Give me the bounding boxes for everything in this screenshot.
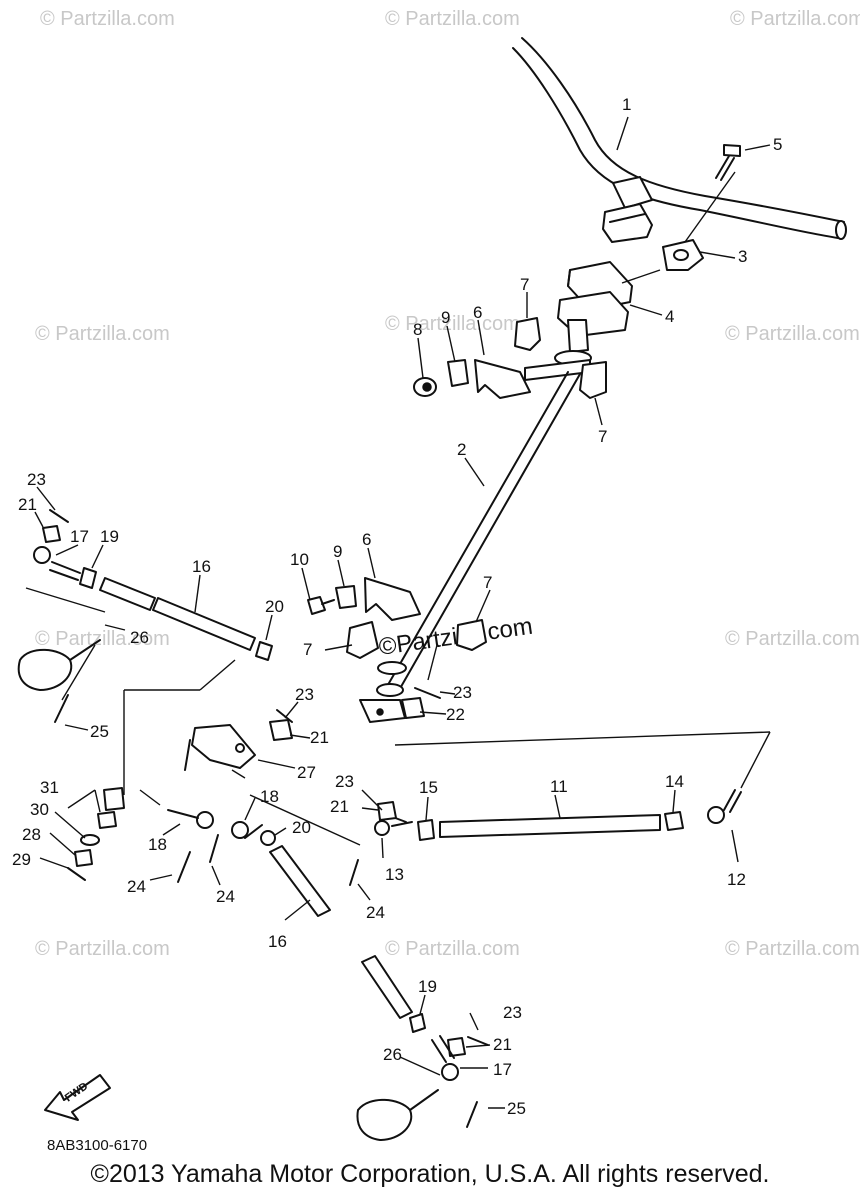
callout-23: 23 (295, 685, 314, 704)
tie-rod-16-lower-part[interactable] (269, 845, 459, 1081)
callout-29: 29 (12, 850, 31, 869)
callout-28: 28 (22, 825, 41, 844)
callout-21: 21 (330, 797, 349, 816)
callout-30: 30 (30, 800, 49, 819)
callout-23: 23 (27, 470, 46, 489)
callout-25: 25 (507, 1099, 526, 1118)
collar-8-part[interactable] (413, 377, 437, 397)
watermark: © Partzilla.com (385, 313, 520, 335)
watermark: © Partzilla.com (725, 938, 860, 960)
callout-9: 9 (441, 308, 450, 327)
bushing-7-part[interactable] (346, 317, 607, 659)
callout-6: 6 (473, 303, 482, 322)
callout-10: 10 (290, 550, 309, 569)
callout-7: 7 (303, 640, 312, 659)
callout-4: 4 (665, 307, 674, 326)
watermark: © Partzilla.com (725, 323, 860, 345)
callout-19: 19 (418, 977, 437, 996)
callout-16: 16 (268, 932, 287, 951)
callout-14: 14 (665, 772, 684, 791)
callout-1: 1 (622, 95, 631, 114)
callout-21: 21 (18, 495, 37, 514)
callouts: 1 2 3 4 5 6 6 7 7 7 7 8 9 9 10 11 12 13 … (12, 95, 782, 1118)
callout-19: 19 (100, 527, 119, 546)
bolt-24-25-part[interactable] (54, 694, 478, 1128)
callout-23: 23 (453, 683, 472, 702)
callout-22: 22 (446, 705, 465, 724)
watermarks: © Partzilla.com © Partzilla.com © Partzi… (35, 8, 860, 960)
plate-holder-part[interactable] (335, 359, 531, 621)
tie-rod-16-upper-part[interactable] (33, 546, 273, 661)
leader-lines (25, 116, 771, 1109)
callout-6: 6 (362, 530, 371, 549)
watermark-center: ©Partzilla.com (377, 613, 534, 661)
callout-18: 18 (260, 787, 279, 806)
watermark: © Partzilla.com (35, 628, 170, 650)
callout-12: 12 (727, 870, 746, 889)
callout-17: 17 (70, 527, 89, 546)
callout-3: 3 (738, 247, 747, 266)
callout-25: 25 (90, 722, 109, 741)
callout-7: 7 (598, 427, 607, 446)
callout-17: 17 (493, 1060, 512, 1079)
callout-7: 7 (520, 275, 529, 294)
copyright-notice: ©2013 Yamaha Motor Corporation, U.S.A. A… (90, 1160, 770, 1188)
diagram-code: 8AB3100-6170 (47, 1137, 147, 1154)
callout-20: 20 (265, 597, 284, 616)
watermark: © Partzilla.com (730, 8, 860, 30)
callout-9: 9 (333, 542, 342, 561)
callout-26: 26 (130, 628, 149, 647)
tie-rod-11-part[interactable] (374, 789, 742, 841)
callout-23: 23 (503, 1003, 522, 1022)
callout-26: 26 (383, 1045, 402, 1064)
bolt-10-part[interactable] (307, 596, 335, 615)
callout-31: 31 (40, 778, 59, 797)
callout-8: 8 (413, 320, 422, 339)
watermark: © Partzilla.com (35, 323, 170, 345)
callout-20: 20 (292, 818, 311, 837)
rod-end-part[interactable] (167, 809, 276, 846)
washer-part[interactable] (74, 787, 125, 867)
callout-2: 2 (457, 440, 466, 459)
bolt-5-part[interactable] (715, 144, 741, 181)
watermark: © Partzilla.com (385, 938, 520, 960)
callout-24: 24 (216, 887, 235, 906)
watermark: © Partzilla.com (385, 8, 520, 30)
pitman-arm-part[interactable] (184, 724, 256, 771)
callout-13: 13 (385, 865, 404, 884)
callout-24: 24 (127, 877, 146, 896)
callout-7: 7 (483, 573, 492, 592)
callout-15: 15 (419, 778, 438, 797)
knuckle-bracket-part[interactable] (17, 639, 439, 1141)
callout-21: 21 (493, 1035, 512, 1054)
handlebar-holder-upper-part[interactable] (662, 239, 704, 271)
handlebar-part[interactable] (512, 37, 847, 243)
watermark: © Partzilla.com (40, 8, 175, 30)
callout-11: 11 (550, 777, 568, 796)
callout-24: 24 (366, 903, 385, 922)
watermark: © Partzilla.com (35, 938, 170, 960)
callout-23: 23 (335, 772, 354, 791)
callout-18: 18 (148, 835, 167, 854)
callout-27: 27 (297, 763, 316, 782)
steering-column-part[interactable] (359, 319, 592, 723)
nut-part[interactable] (42, 525, 466, 1057)
callout-16: 16 (192, 557, 211, 576)
callout-21: 21 (310, 728, 329, 747)
forward-arrow-icon: FWD (44, 1074, 111, 1121)
callout-5: 5 (773, 135, 782, 154)
watermark: © Partzilla.com (725, 628, 860, 650)
